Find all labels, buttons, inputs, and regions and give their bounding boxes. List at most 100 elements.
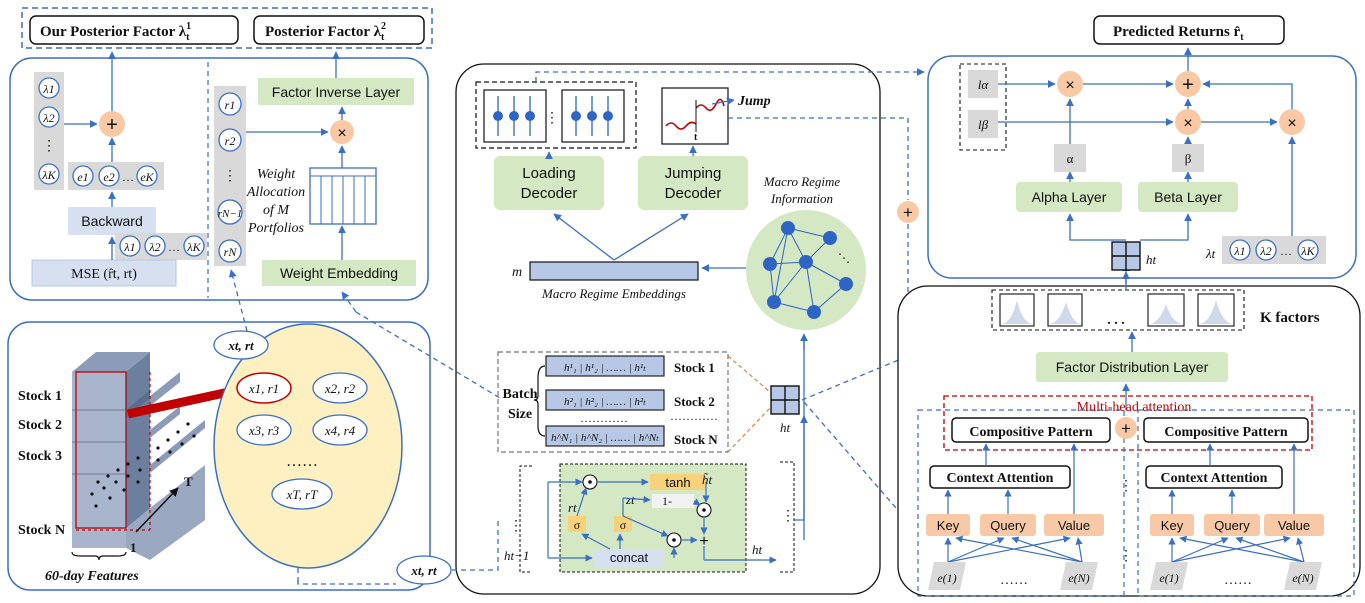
svg-text:+: + <box>106 114 118 136</box>
l-alpha <box>968 70 998 98</box>
svg-text:Key: Key <box>1161 518 1184 533</box>
stock-labels: Stock 1 Stock 2 Stock 3 Stock N <box>18 389 65 538</box>
svg-text:Weight: Weight <box>257 167 296 182</box>
svg-text:λ1: λ1 <box>42 82 54 96</box>
kqv-1: Key Query Value <box>926 514 1104 536</box>
sigma-r <box>568 516 586 532</box>
svg-text:λK: λK <box>41 168 56 182</box>
mse-box <box>31 259 177 287</box>
svg-text:e2: e2 <box>103 170 114 184</box>
svg-text:σ: σ <box>574 518 581 532</box>
svg-text:Context Attention: Context Attention <box>1161 471 1268 486</box>
svg-text:xt, rt: xt, rt <box>227 338 254 353</box>
svg-text:λ1: λ1 <box>1233 244 1245 258</box>
svg-text:Loading: Loading <box>522 165 575 182</box>
r-column <box>214 86 246 266</box>
svg-text:tanh: tanh <box>665 475 690 490</box>
svg-text:Alpha Layer: Alpha Layer <box>1032 189 1107 205</box>
svg-text:Value: Value <box>1278 518 1310 533</box>
context-attention-1 <box>929 465 1071 489</box>
our-posterior-box <box>29 15 239 45</box>
svg-text:⋮: ⋮ <box>545 111 559 126</box>
times-beta <box>1175 109 1201 135</box>
svg-text:xt, rt: xt, rt <box>410 563 437 578</box>
svg-text:×: × <box>337 125 346 142</box>
svg-text:……: …… <box>1224 573 1252 588</box>
svg-text:λ1: λ1 <box>123 240 135 254</box>
one-label: 1 <box>130 540 137 555</box>
prediction-panel <box>927 55 1357 279</box>
svg-text:λK: λK <box>1300 244 1315 258</box>
svg-text:of M: of M <box>263 203 290 218</box>
lambda-list: λ1 λ2 ⋮ λK <box>38 77 60 185</box>
multi-head-frame <box>943 395 1313 451</box>
context-attention-2 <box>1145 465 1283 489</box>
svg-text:Weight Embedding: Weight Embedding <box>280 265 398 281</box>
svg-text:1-: 1- <box>662 494 672 508</box>
time-dots <box>90 422 196 508</box>
jumping-decoder <box>638 156 748 210</box>
svg-text:e(N): e(N) <box>1292 571 1313 585</box>
compositive-pattern-1 <box>951 417 1111 443</box>
svg-text:r1: r1 <box>225 98 236 112</box>
macro-graph <box>746 210 866 330</box>
alpha-box <box>1054 144 1086 172</box>
svg-text:…………: ………… <box>670 409 718 423</box>
r-list: r1 r2 ⋮ rN−1 rN <box>217 92 243 263</box>
times-alpha <box>1057 71 1083 97</box>
loading-grid-2 <box>561 89 625 143</box>
plus-op-center <box>897 201 919 223</box>
svg-text:Stock 3: Stock 3 <box>18 449 62 464</box>
svg-text:h²₁ | h²₂ | …… | h²ₜ: h²₁ | h²₂ | …… | h²ₜ <box>564 396 646 408</box>
svg-text:…: … <box>168 240 180 254</box>
svg-text:lα: lα <box>978 77 990 92</box>
svg-text:ht−1: ht−1 <box>504 548 529 563</box>
svg-text:λt: λt <box>1205 246 1216 261</box>
weight-allocation-label: Weight Allocation of M Portfolios <box>246 167 305 236</box>
svg-text:e(N): e(N) <box>1068 571 1089 585</box>
svg-text:…………: ………… <box>580 411 628 425</box>
svg-text:+: + <box>903 203 913 222</box>
svg-text:Stock N: Stock N <box>674 432 718 447</box>
svg-text:concat: concat <box>610 550 649 565</box>
svg-text:eK: eK <box>140 170 154 184</box>
svg-text:e(1): e(1) <box>937 571 956 585</box>
backward-box <box>68 207 156 235</box>
svg-text:x2, r2: x2, r2 <box>324 381 356 396</box>
svg-text:x4, r4: x4, r4 <box>324 423 356 438</box>
pairs-oval <box>213 323 403 569</box>
predicted-returns-label: Predicted Returns r̂t <box>1113 24 1244 43</box>
svg-text:x3, r3: x3, r3 <box>248 423 280 438</box>
svg-text:Stock 2: Stock 2 <box>18 418 62 433</box>
svg-text:⋮: ⋮ <box>42 139 56 154</box>
svg-text:zt: zt <box>625 492 635 507</box>
backward-label: Backward <box>81 213 142 229</box>
svg-text:×: × <box>1287 115 1296 132</box>
pairs: x1, r1 x2, r2 x3, r3 x4, r4 …… xT, rT <box>236 372 368 510</box>
svg-text:ht: ht <box>752 542 763 557</box>
kqv-2: Key Query Value <box>1150 514 1324 536</box>
xr-bottom <box>396 555 452 585</box>
sigma-z <box>614 516 632 532</box>
svg-text:Factor Distribution Layer: Factor Distribution Layer <box>1056 359 1209 375</box>
svg-text:x1, r1: x1, r1 <box>248 381 279 396</box>
tanh-box <box>650 474 706 490</box>
svg-text:……: …… <box>1000 573 1028 588</box>
svg-text:⋮: ⋮ <box>781 509 795 524</box>
jump-label: Jump <box>737 94 771 109</box>
svg-text:ht: ht <box>780 420 791 435</box>
svg-text:λ2: λ2 <box>1259 244 1271 258</box>
plus-heads <box>1115 417 1137 439</box>
svg-text:r2: r2 <box>225 134 236 148</box>
svg-text:e1: e1 <box>77 170 88 184</box>
svg-text:+: + <box>699 533 708 550</box>
e-inputs: e(1) …… e(N) e(1) …… e(N) <box>928 562 1322 590</box>
svg-text:×: × <box>1065 77 1074 94</box>
svg-text:β: β <box>1185 151 1192 166</box>
alpha-layer <box>1016 182 1122 212</box>
mse-label: MSE (r̂t, rt) <box>71 267 137 282</box>
svg-text:Jumping: Jumping <box>665 165 722 182</box>
weight-embedding <box>262 260 416 286</box>
